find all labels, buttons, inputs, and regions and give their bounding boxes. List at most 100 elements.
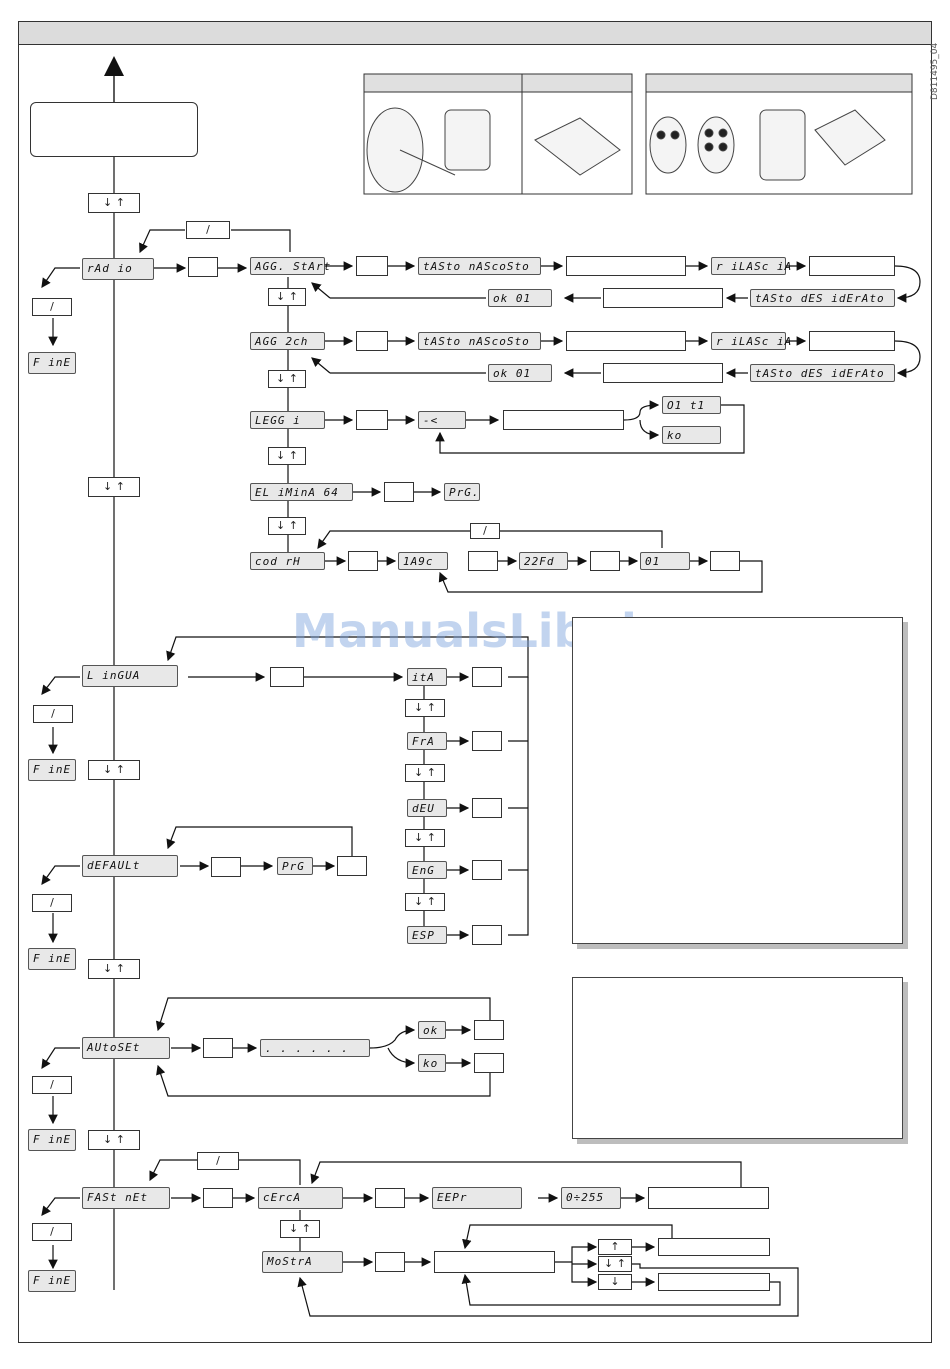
- tasto-desiderato: tASto dES idErAto: [750, 289, 895, 307]
- nav-arrows[interactable]: ↓ ↑: [405, 829, 445, 847]
- slash-box: /: [32, 1076, 72, 1094]
- start-box: [30, 102, 198, 157]
- blank-box: [472, 925, 502, 945]
- blank-box: [648, 1187, 769, 1209]
- result-o1t1: O1 t1: [662, 396, 721, 414]
- blank-box: [375, 1188, 405, 1208]
- blank-box: [384, 482, 414, 502]
- nav-arrows[interactable]: ↓ ↑: [88, 193, 140, 213]
- elimina-64[interactable]: EL iMinA 64: [250, 483, 353, 501]
- blank-box: [566, 256, 686, 276]
- blank-box: [809, 331, 895, 351]
- blank-box: [468, 551, 498, 571]
- fine-label[interactable]: F inE: [28, 1129, 76, 1151]
- slash-box: /: [32, 894, 72, 912]
- leggi-prompt: -<: [418, 411, 466, 429]
- blank-box: [658, 1273, 770, 1291]
- rilascia: r iLASc iA: [711, 257, 791, 275]
- nav-arrows[interactable]: ↓ ↑: [88, 1130, 140, 1150]
- agg-2ch[interactable]: AGG 2ch: [250, 332, 325, 350]
- fastnet-mostra[interactable]: MoStrA: [262, 1251, 343, 1273]
- menu-fastnet[interactable]: FASt nEt: [82, 1187, 170, 1209]
- fine-label[interactable]: F inE: [28, 1270, 76, 1292]
- nav-arrows[interactable]: ↓ ↑: [88, 959, 140, 979]
- menu-default[interactable]: dEFAULt: [82, 855, 178, 877]
- blank-box: [474, 1020, 504, 1040]
- blank-box: [503, 410, 624, 430]
- cod-rx[interactable]: cod rH: [250, 552, 325, 570]
- blank-box: [658, 1238, 770, 1256]
- lang-ita[interactable]: itA: [407, 668, 447, 686]
- lang-deu[interactable]: dEU: [407, 799, 447, 817]
- up-arrow-icon: [104, 56, 124, 76]
- blank-box: [566, 331, 686, 351]
- blank-box: [375, 1252, 405, 1272]
- blank-box: [211, 857, 241, 877]
- nav-arrows[interactable]: ↓ ↑: [268, 517, 306, 535]
- down-up-arrow-box[interactable]: ↓ ↑: [598, 1256, 632, 1272]
- nav-arrows[interactable]: ↓ ↑: [405, 699, 445, 717]
- blank-box: [710, 551, 740, 571]
- slash-box: /: [197, 1152, 239, 1170]
- fastnet-eepr: EEPr: [432, 1187, 522, 1209]
- blank-box: [188, 257, 218, 277]
- nav-arrows[interactable]: ↓ ↑: [88, 477, 140, 497]
- nav-arrows[interactable]: ↓ ↑: [268, 370, 306, 388]
- fine-label[interactable]: F inE: [28, 759, 76, 781]
- nav-arrows[interactable]: ↓ ↑: [405, 764, 445, 782]
- nav-arrows[interactable]: ↓ ↑: [280, 1220, 320, 1238]
- note-box: [572, 977, 903, 1139]
- fastnet-range: 0÷255: [561, 1187, 621, 1209]
- nav-arrows[interactable]: ↓ ↑: [268, 288, 306, 306]
- rilascia: r iLASc iA: [711, 332, 791, 350]
- up-arrow-box[interactable]: ↑: [598, 1239, 632, 1255]
- lang-esp[interactable]: ESP: [407, 926, 447, 944]
- blank-box: [356, 410, 388, 430]
- blank-box: [603, 363, 723, 383]
- blank-box: [474, 1053, 504, 1073]
- blank-box: [203, 1038, 233, 1058]
- ok-01: ok 01: [488, 289, 552, 307]
- agg-start[interactable]: AGG. StArt: [250, 257, 330, 275]
- prg-label: PrG.: [444, 483, 480, 501]
- slash-box: /: [32, 1223, 72, 1241]
- code-2: 22Fd: [519, 552, 568, 570]
- slash-box: /: [32, 298, 72, 316]
- menu-radio[interactable]: rAd io: [82, 258, 154, 280]
- slash-box: /: [33, 705, 73, 723]
- blank-box: [472, 667, 502, 687]
- fine-label[interactable]: F inE: [28, 948, 76, 970]
- autoset-progress: . . . . . .: [260, 1039, 370, 1057]
- menu-lingua[interactable]: L inGUA: [82, 665, 178, 687]
- tasto-desiderato: tASto dES idErAto: [750, 364, 895, 382]
- tasto-nascosto: tASto nAScoSto: [418, 332, 541, 350]
- blank-box: [270, 667, 304, 687]
- header-bar: [18, 21, 932, 45]
- leggi[interactable]: LEGG i: [250, 411, 325, 429]
- slash-box: /: [470, 523, 500, 539]
- autoset-ok: ok: [418, 1021, 446, 1039]
- result-ko: ko: [662, 426, 721, 444]
- fine-label[interactable]: F inE: [28, 352, 76, 374]
- lang-fra[interactable]: FrA: [407, 732, 447, 750]
- nav-arrows[interactable]: ↓ ↑: [88, 760, 140, 780]
- code-1: 1A9c: [398, 552, 448, 570]
- default-prg: PrG: [277, 857, 313, 875]
- blank-box: [337, 856, 367, 876]
- blank-box: [356, 256, 388, 276]
- blank-box: [809, 256, 895, 276]
- fastnet-cerca[interactable]: cErcA: [258, 1187, 343, 1209]
- blank-box: [472, 731, 502, 751]
- nav-arrows[interactable]: ↓ ↑: [405, 893, 445, 911]
- autoset-ko: ko: [418, 1054, 446, 1072]
- blank-box: [603, 288, 723, 308]
- lang-eng[interactable]: EnG: [407, 861, 447, 879]
- tasto-nascosto: tASto nAScoSto: [418, 257, 541, 275]
- down-arrow-box[interactable]: ↓: [598, 1274, 632, 1290]
- menu-autoset[interactable]: AUtoSEt: [82, 1037, 170, 1059]
- blank-box: [203, 1188, 233, 1208]
- slash-box: /: [186, 221, 230, 239]
- blank-box: [472, 860, 502, 880]
- nav-arrows[interactable]: ↓ ↑: [268, 447, 306, 465]
